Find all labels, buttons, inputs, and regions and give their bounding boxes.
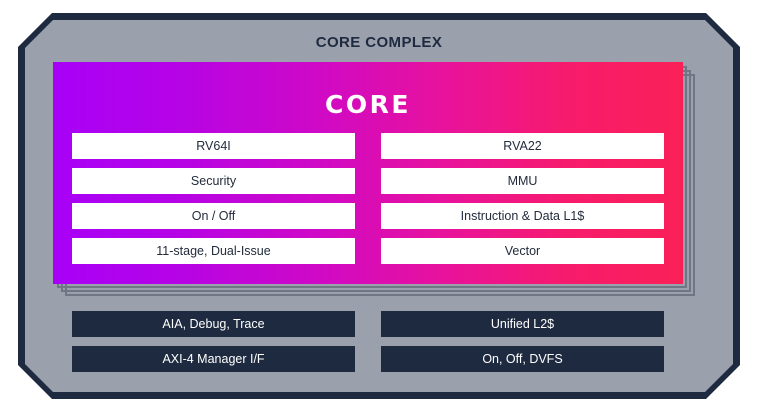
core-feature-pipeline: 11-stage, Dual-Issue [72,238,355,264]
core-feature-vector: Vector [381,238,664,264]
core-feature-power: On / Off [72,203,355,229]
core-feature-mmu: MMU [381,168,664,194]
core-feature-grid: RV64I RVA22 Security MMU On / Off Instru… [72,133,664,264]
core-card: CORE RV64I RVA22 Security MMU On / Off I… [53,62,683,284]
complex-feature-l2-cache: Unified L2$ [381,311,664,337]
complex-feature-grid: AIA, Debug, Trace Unified L2$ AXI-4 Mana… [72,311,664,372]
page-title: CORE COMPLEX [315,34,443,51]
core-logo: CORE [325,90,411,119]
core-feature-profile: RVA22 [381,133,664,159]
complex-feature-axi: AXI-4 Manager I/F [72,346,355,372]
core-feature-l1-cache: Instruction & Data L1$ [381,203,664,229]
complex-feature-debug: AIA, Debug, Trace [72,311,355,337]
complex-feature-dvfs: On, Off, DVFS [381,346,664,372]
core-feature-security: Security [72,168,355,194]
core-feature-isa: RV64I [72,133,355,159]
